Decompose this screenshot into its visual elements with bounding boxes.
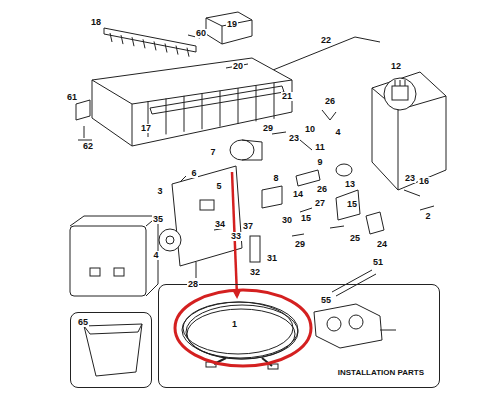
callout-number: 21 [281, 92, 293, 101]
callout-number: 15 [300, 214, 312, 223]
stroke [274, 83, 275, 119]
callout-number: 30 [281, 216, 293, 225]
highlight-circle: 1 [173, 288, 313, 368]
callout-number: 27 [314, 199, 326, 208]
callout-number: 62 [82, 142, 94, 151]
stroke [176, 46, 178, 55]
callout-number: 16 [418, 177, 430, 186]
callout-number: 1 [231, 320, 238, 329]
callout-number: 33 [230, 232, 242, 241]
callout-number: 5 [215, 182, 222, 191]
stroke [184, 96, 185, 132]
callout-number: 11 [314, 143, 326, 152]
stroke [420, 206, 434, 210]
stroke [404, 190, 420, 196]
stroke [187, 48, 189, 57]
callout-number: 2 [424, 212, 431, 221]
kit-box: 65 [70, 312, 152, 388]
callout-number: 32 [249, 268, 261, 277]
callout-number: 37 [242, 222, 254, 231]
callout-number: 20 [232, 62, 244, 71]
callout-number: 17 [140, 124, 152, 133]
callout-number: 3 [156, 187, 163, 196]
stroke [196, 262, 197, 278]
stroke [78, 140, 92, 141]
callout-number: 12 [390, 62, 402, 71]
callout-number: 19 [226, 20, 238, 29]
installation-section: INSTALLATION PARTS 1 [158, 284, 440, 388]
callout-number: 15 [346, 200, 358, 209]
callout-number: 60 [195, 29, 207, 38]
callout-number: 10 [304, 125, 316, 134]
callout-number: 55 [320, 296, 332, 305]
callout-number: 29 [262, 124, 274, 133]
stroke [272, 132, 286, 134]
callout-number: 61 [66, 93, 78, 102]
callout-number: 7 [209, 148, 216, 157]
stroke [121, 35, 123, 44]
callout-number: 18 [90, 18, 102, 27]
stroke [202, 93, 203, 129]
callout-number: 14 [292, 190, 304, 199]
callout-number: 34 [214, 220, 226, 229]
stroke [166, 98, 167, 134]
stroke [154, 41, 156, 50]
stroke [330, 226, 344, 228]
stroke [132, 37, 134, 46]
callout-number: 51 [372, 258, 384, 267]
section-label: INSTALLATION PARTS [337, 369, 425, 377]
callout-number: 65 [77, 318, 89, 327]
callout-number: 13 [344, 180, 356, 189]
callout-number: 9 [316, 158, 323, 167]
callout-number: 26 [324, 97, 336, 106]
callout-number: 31 [266, 254, 278, 263]
callout-number: 25 [349, 234, 361, 243]
callout-number: 22 [320, 36, 332, 45]
circle-outline [173, 288, 313, 368]
callout-number: 28 [187, 280, 199, 289]
stroke [143, 39, 145, 48]
stroke [180, 176, 186, 182]
callout-number: 35 [152, 215, 164, 224]
callout-number: 6 [190, 169, 197, 178]
stroke [165, 44, 167, 53]
stroke [292, 234, 304, 236]
callout-number: 4 [152, 251, 159, 260]
callout-number: 4 [334, 128, 341, 137]
callout-number: 23 [404, 174, 416, 183]
stroke [300, 208, 312, 212]
callout-number: 29 [294, 240, 306, 249]
callout-number: 8 [272, 174, 279, 183]
callout-number: 26 [316, 185, 328, 194]
stroke [110, 33, 112, 42]
callout-number: 23 [288, 134, 300, 143]
callout-number: 24 [376, 240, 388, 249]
